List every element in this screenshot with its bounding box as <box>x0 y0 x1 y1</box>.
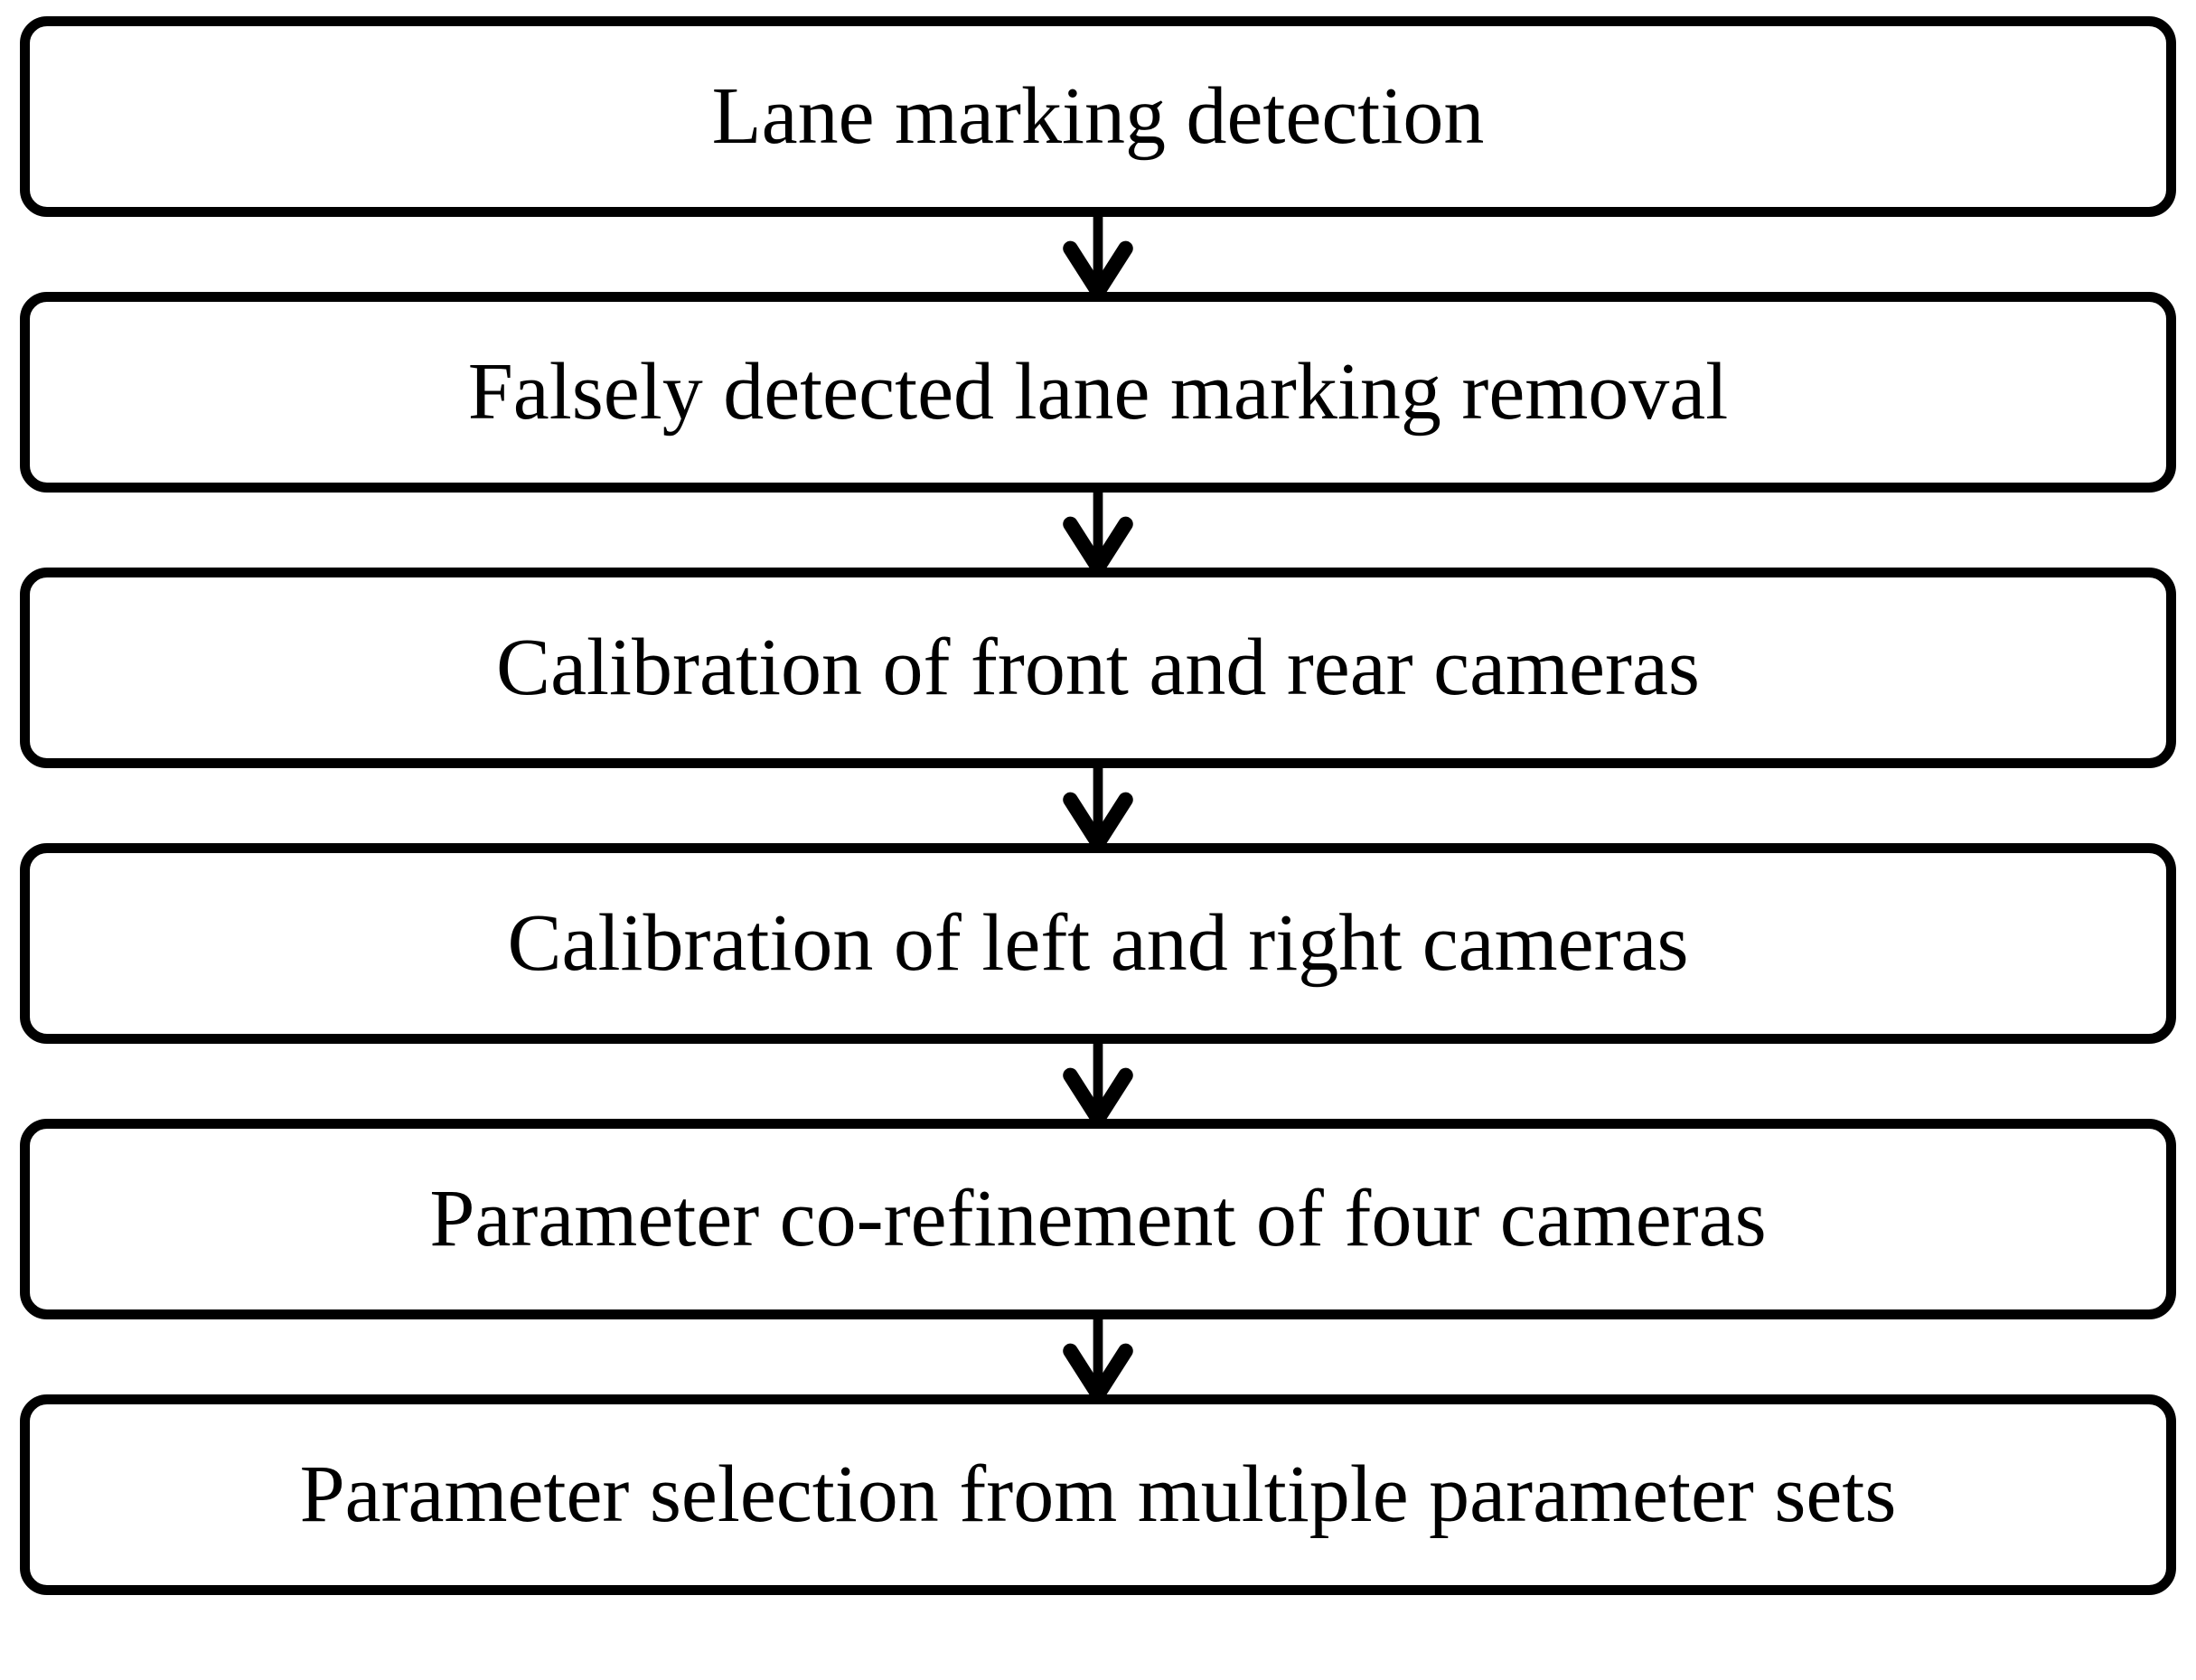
arrow-down-icon <box>1063 485 1133 575</box>
arrow-down-icon <box>1063 1037 1133 1126</box>
flowchart-node-label: Lane marking detection <box>711 71 1485 161</box>
flowchart-node-parameter-co-refinement[interactable]: Parameter co-refinement of four cameras <box>20 1119 2176 1319</box>
flowchart-connector-arrow-3 <box>1039 761 1157 850</box>
arrow-down-icon <box>1063 761 1133 850</box>
flowchart-node-lane-marking-detection[interactable]: Lane marking detection <box>20 16 2176 217</box>
arrow-down-icon <box>1063 210 1133 299</box>
arrow-down-icon <box>1063 1312 1133 1402</box>
flowchart-node-calibration-left-right[interactable]: Calibration of left and right cameras <box>20 843 2176 1044</box>
flowchart-node-parameter-selection[interactable]: Parameter selection from multiple parame… <box>20 1394 2176 1595</box>
flowchart-node-calibration-front-rear[interactable]: Calibration of front and rear cameras <box>20 568 2176 768</box>
flowchart-node-label: Parameter co-refinement of four cameras <box>429 1174 1767 1263</box>
flowchart-connector-arrow-2 <box>1039 485 1157 575</box>
flowchart-connector-arrow-4 <box>1039 1037 1157 1126</box>
flowchart-node-label: Parameter selection from multiple parame… <box>299 1450 1897 1539</box>
flowchart-node-falsely-detected-lane-marking-removal[interactable]: Falsely detected lane marking removal <box>20 292 2176 493</box>
flowchart-node-label: Falsely detected lane marking removal <box>467 347 1729 436</box>
flowchart-node-label: Calibration of left and right cameras <box>507 898 1689 988</box>
flowchart-connector-arrow-1 <box>1039 210 1157 299</box>
flowchart-node-label: Calibration of front and rear cameras <box>496 623 1700 712</box>
flowchart-connector-arrow-5 <box>1039 1312 1157 1402</box>
